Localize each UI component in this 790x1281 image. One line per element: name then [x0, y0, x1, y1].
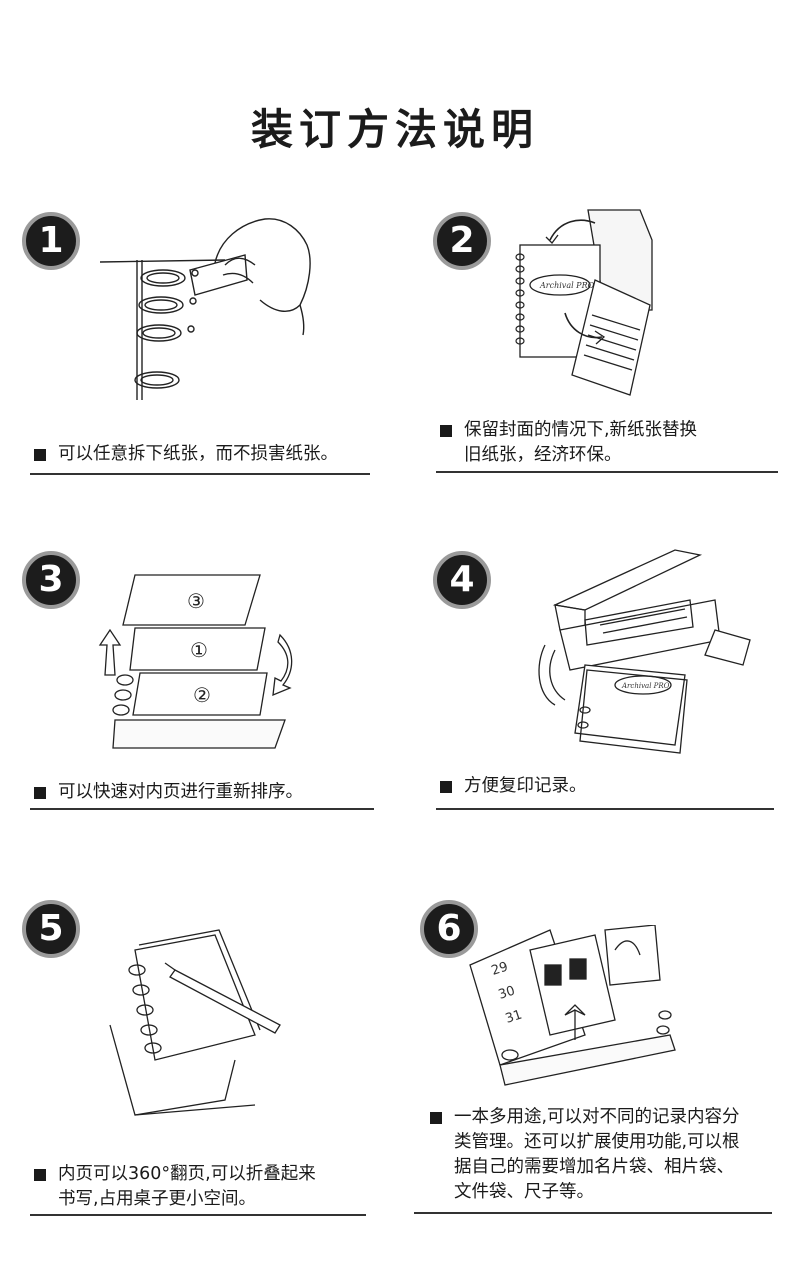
step-3-caption: 可以快速对内页进行重新排序。 [34, 780, 303, 805]
cover-label: Archival PRO [539, 281, 595, 290]
step-1-number-badge: 1 [22, 212, 80, 270]
bullet-square-icon [34, 1169, 46, 1181]
step-1-caption: 可以任意拆下纸张，而不损害纸张。 [34, 442, 338, 467]
step-6-number-badge: 6 [420, 900, 478, 958]
step-4-caption: 方便复印记录。 [440, 774, 587, 799]
step-3-number-badge: 3 [22, 551, 80, 609]
page-mark-3: ③ [187, 589, 205, 613]
bullet-square-icon [440, 781, 452, 793]
photocopy-illustration: Archival PRO [538, 549, 751, 754]
bullet-square-icon [440, 425, 452, 437]
step-4-underline [436, 808, 774, 810]
step-6-caption: 一本多用途,可以对不同的记录内容分 类管理。还可以扩展使用功能,可以根 据自己的… [430, 1105, 740, 1205]
bullet-square-icon [34, 787, 46, 799]
step-3-underline [30, 808, 374, 810]
step-2-number-badge: 2 [433, 212, 491, 270]
step-2-underline [436, 471, 778, 473]
bullet-square-icon [430, 1112, 442, 1124]
calendar-digit: 31 [504, 1007, 524, 1026]
bullet-square-icon [34, 449, 46, 461]
step-5-caption: 内页可以360°翻页,可以折叠起来 书写,占用桌子更小空间。 [34, 1162, 316, 1212]
page-mark-1: ① [190, 638, 208, 662]
step-2-caption: 保留封面的情况下,新纸张替换 旧纸张，经济环保。 [440, 418, 697, 468]
page-mark-2: ② [193, 683, 211, 707]
calendar-digit: 30 [497, 983, 517, 1002]
reorder-pages-illustration: ③ ① ② [98, 574, 293, 749]
multi-purpose-accessories-illustration: 29 30 31 [469, 925, 676, 1086]
step-5-underline [30, 1214, 366, 1216]
step-4-number-badge: 4 [433, 551, 491, 609]
tear-page-from-ring-binder-illustration [99, 218, 311, 400]
replace-pages-keep-cover-illustration: Archival PRO [515, 209, 653, 396]
page-title: 装订方法说明 [250, 105, 539, 154]
calendar-digit: 29 [490, 959, 510, 978]
fold-back-360-writing-illustration [109, 929, 281, 1116]
step-6-underline [414, 1212, 772, 1214]
cover-label: Archival PRO [621, 682, 670, 690]
step-1-underline [30, 473, 370, 475]
step-5-number-badge: 5 [22, 900, 80, 958]
